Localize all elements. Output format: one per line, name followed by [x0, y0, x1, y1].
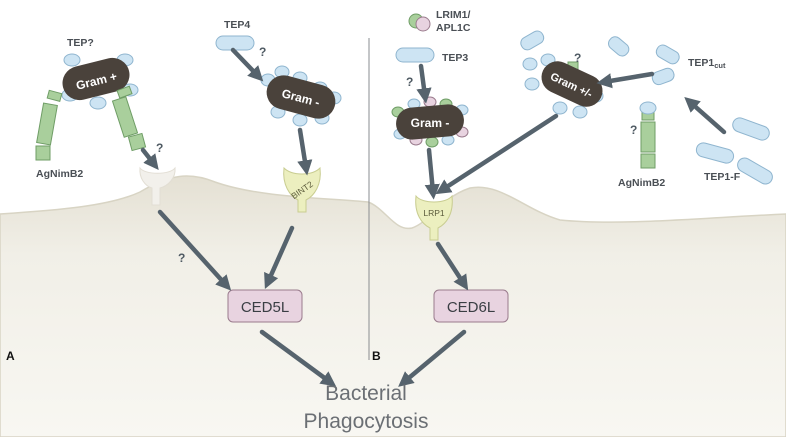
arrow-agnimb2-to-cup [140, 147, 159, 171]
lrim1-label-line1: LRIM1/ [436, 9, 471, 21]
arrow-grammixed-to-lrp1 [435, 113, 559, 195]
unknown-mark-tep3: ? [406, 75, 413, 89]
gram-negative-right-label: Gram - [411, 116, 450, 130]
tep1-cut-label: TEP1cut [688, 57, 726, 70]
tep4-protein [215, 35, 255, 51]
tep3-label: TEP3 [442, 52, 468, 64]
arrow-ced5l-to-outcome [259, 329, 337, 387]
ced6l-node [433, 289, 509, 323]
tep1-f-proteins [695, 117, 773, 185]
bacterium-gram-mixed [541, 61, 603, 107]
bacterium-gram-positive [62, 57, 130, 101]
agnimb2-right-tep [639, 101, 657, 115]
outcome-line2: Phagocytosis [304, 410, 429, 433]
tep1-f-label: TEP1-F [704, 171, 741, 183]
agnimb2-right-receptor [640, 111, 656, 169]
lrim1-label-line2: APL1C [436, 22, 471, 34]
unknown-receptor-cup [139, 166, 176, 206]
arrow-tep1f-to-tep1cut [684, 96, 727, 135]
unknown-mark-grammixed: ? [574, 51, 581, 65]
gram-negative-left-teps [260, 65, 342, 127]
arrow-tep4-to-gramneg [230, 47, 264, 82]
agnimb2-left-receptor [35, 85, 147, 161]
outcome-line1: Bacterial [325, 382, 407, 405]
ced5l-label: CED5L [241, 299, 289, 316]
gram-mixed-teps [522, 53, 604, 119]
tep4-label: TEP4 [224, 19, 250, 31]
ced6l-label: CED6L [447, 299, 495, 316]
arrow-bint2-to-ced5l [264, 225, 295, 289]
bacterium-gram-negative-right [396, 104, 464, 140]
bacterium-gram-negative-left [266, 75, 336, 119]
unknown-mark-agnimb2: ? [156, 141, 163, 155]
arrow-gramneg-to-lrp1 [424, 147, 440, 200]
tep1-cut-fragments [520, 30, 680, 86]
tep-unknown-label: TEP? [67, 37, 94, 49]
panel-b-label: B [372, 349, 381, 363]
arrow-tep1cut-to-grammixed [596, 71, 655, 89]
arrow-ced6l-to-outcome [398, 329, 467, 387]
unknown-mark-agnimb2-right: ? [630, 123, 637, 137]
tep3-protein [395, 47, 435, 63]
agnimb2-left-label: AgNimB2 [36, 168, 83, 180]
agnimb2-right-label: AgNimB2 [618, 177, 665, 189]
lrp1-receptor [415, 194, 453, 241]
panel-a-label: A [6, 349, 15, 363]
unknown-mark-cup: ? [178, 251, 185, 265]
arrow-cup-to-ced5l [157, 209, 232, 291]
unknown-mark-tep4: ? [259, 45, 266, 59]
lrp1-label: LRP1 [423, 208, 445, 218]
ced5l-node [227, 289, 303, 323]
apl1c-icon [415, 16, 431, 32]
arrow-gramneg-to-bint2 [297, 127, 313, 176]
arrow-lrp1-to-ced6l [435, 241, 469, 291]
arrow-tep3-to-gramneg [416, 63, 432, 104]
